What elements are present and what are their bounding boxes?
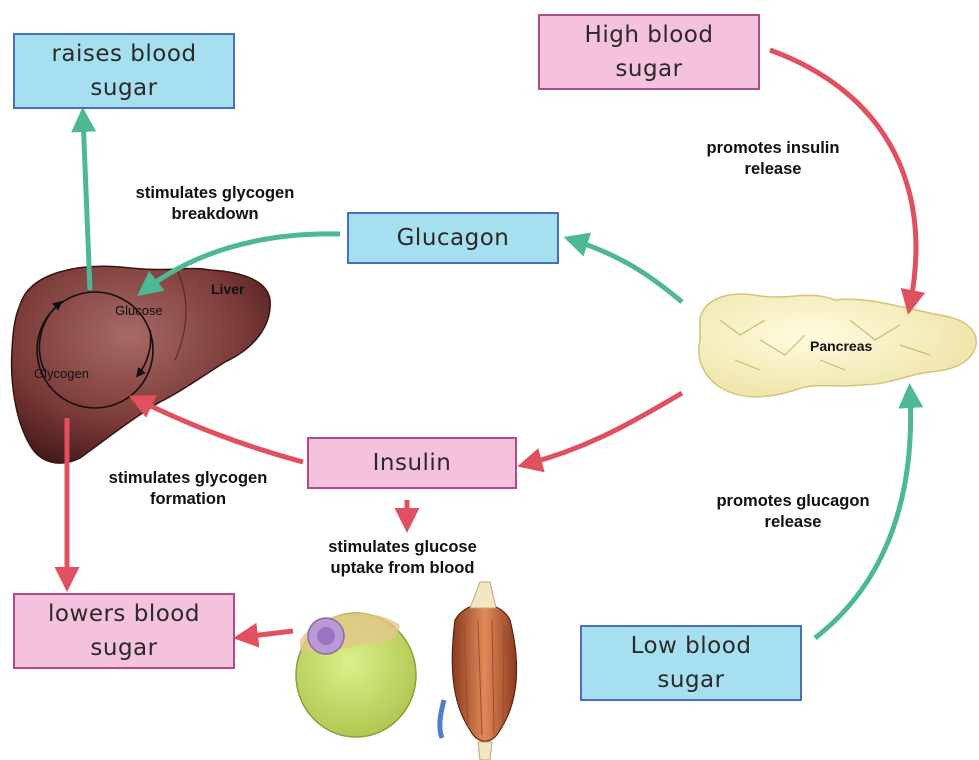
arrow-insulin-to-liver bbox=[138, 400, 303, 462]
glucagon-text: Glucagon bbox=[397, 221, 510, 255]
insulin-box: Insulin bbox=[307, 437, 517, 489]
arrow-pancreas-to-glucagon bbox=[573, 240, 682, 302]
stimulates-glycogen-formation-label: stimulates glycogen formation bbox=[83, 468, 293, 510]
lowers-blood-sugar-box: lowers blood sugar bbox=[13, 593, 235, 669]
glucose-label: Glucose bbox=[115, 303, 163, 318]
stimulates-glycogen-breakdown-label: stimulates glycogen breakdown bbox=[110, 183, 320, 225]
arrow-cell-to-lowers bbox=[243, 631, 293, 637]
raises-blood-sugar-box: raises blood sugar bbox=[13, 33, 235, 109]
insulin-text: Insulin bbox=[373, 446, 452, 480]
fat-cell-illustration bbox=[296, 613, 416, 737]
arrow-pancreas-to-insulin bbox=[527, 393, 682, 464]
low-blood-sugar-text: Low blood sugar bbox=[611, 629, 771, 697]
promotes-insulin-release-label: promotes insulin release bbox=[683, 138, 863, 180]
glucagon-box: Glucagon bbox=[347, 212, 559, 264]
glycogen-label: Glycogen bbox=[34, 366, 89, 381]
high-blood-sugar-box: High blood sugar bbox=[538, 14, 760, 90]
muscle-illustration bbox=[440, 582, 517, 760]
low-blood-sugar-box: Low blood sugar bbox=[580, 625, 802, 701]
liver-label: Liver bbox=[211, 281, 244, 297]
lowers-blood-sugar-text: lowers blood sugar bbox=[32, 597, 217, 665]
high-blood-sugar-text: High blood sugar bbox=[564, 18, 734, 86]
stimulates-glucose-uptake-label: stimulates glucose uptake from blood bbox=[300, 537, 505, 579]
promotes-glucagon-release-label: promotes glucagon release bbox=[693, 491, 893, 533]
raises-blood-sugar-text: raises blood sugar bbox=[34, 37, 214, 105]
arrow-liver-to-raises bbox=[83, 117, 90, 290]
pancreas-label: Pancreas bbox=[810, 338, 872, 354]
